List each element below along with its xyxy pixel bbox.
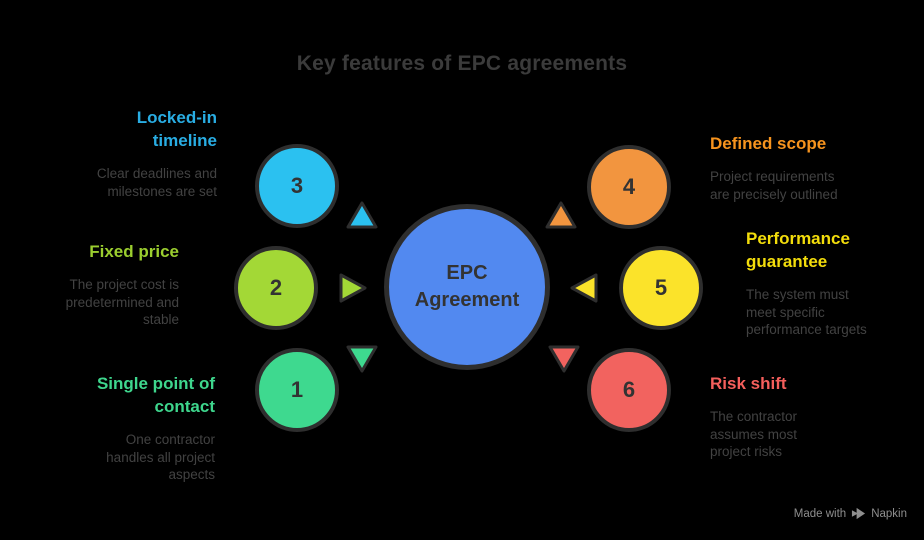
feature-heading: Performance guarantee [746, 229, 850, 271]
center-node-epc-agreement: EPC Agreement [384, 204, 550, 370]
triangle-up-icon [346, 201, 378, 229]
feature-heading: Defined scope [710, 134, 827, 153]
napkin-logo-icon [852, 507, 866, 520]
node-number: 3 [290, 173, 304, 198]
triangle-down-icon [346, 345, 378, 373]
watermark-text: Made with [793, 507, 847, 520]
node-number: 4 [622, 174, 636, 199]
feature-description: Project requirements are precisely outli… [710, 169, 838, 202]
feature-description: One contractor handles all project aspec… [106, 432, 215, 482]
diagram-title: Key features of EPC agreements [296, 52, 628, 75]
node-number: 6 [622, 377, 636, 402]
feature-description: The project cost is predetermined and st… [65, 277, 179, 327]
node-circle-3: 3 [255, 144, 339, 228]
node-circle-2: 2 [234, 246, 318, 330]
triangle-left-icon [570, 273, 598, 303]
feature-description: The contractor assumes most project risk… [710, 409, 798, 459]
feature-single-point-of-contact: Single point of contact One contractor h… [15, 372, 215, 484]
node-circle-6: 6 [587, 348, 671, 432]
node-number: 5 [654, 275, 668, 300]
feature-defined-scope: Defined scope Project requirements are p… [710, 132, 920, 203]
feature-heading: Risk shift [710, 374, 787, 393]
feature-heading: Fixed price [89, 242, 179, 261]
node-circle-5: 5 [619, 246, 703, 330]
feature-heading: Locked-in timeline [136, 108, 217, 150]
feature-performance-guarantee: Performance guarantee The system must me… [746, 227, 924, 339]
feature-description: The system must meet specific performanc… [746, 287, 867, 337]
node-circle-4: 4 [587, 145, 671, 229]
feature-locked-in-timeline: Locked-in timeline Clear deadlines and m… [17, 106, 217, 200]
node-number: 1 [290, 377, 304, 402]
triangle-up-icon [545, 201, 577, 229]
node-number: 2 [269, 275, 283, 300]
feature-risk-shift: Risk shift The contractor assumes most p… [710, 372, 920, 461]
feature-fixed-price: Fixed price The project cost is predeter… [0, 240, 179, 329]
node-circle-1: 1 [255, 348, 339, 432]
triangle-right-icon [339, 273, 367, 303]
watermark-brand: Napkin [871, 507, 907, 520]
center-node-label: EPC Agreement [414, 262, 520, 311]
feature-description: Clear deadlines and milestones are set [96, 166, 217, 199]
triangle-down-icon [548, 345, 580, 373]
feature-heading: Single point of contact [96, 374, 215, 416]
watermark-made-with-napkin: Made with Napkin [794, 506, 907, 521]
